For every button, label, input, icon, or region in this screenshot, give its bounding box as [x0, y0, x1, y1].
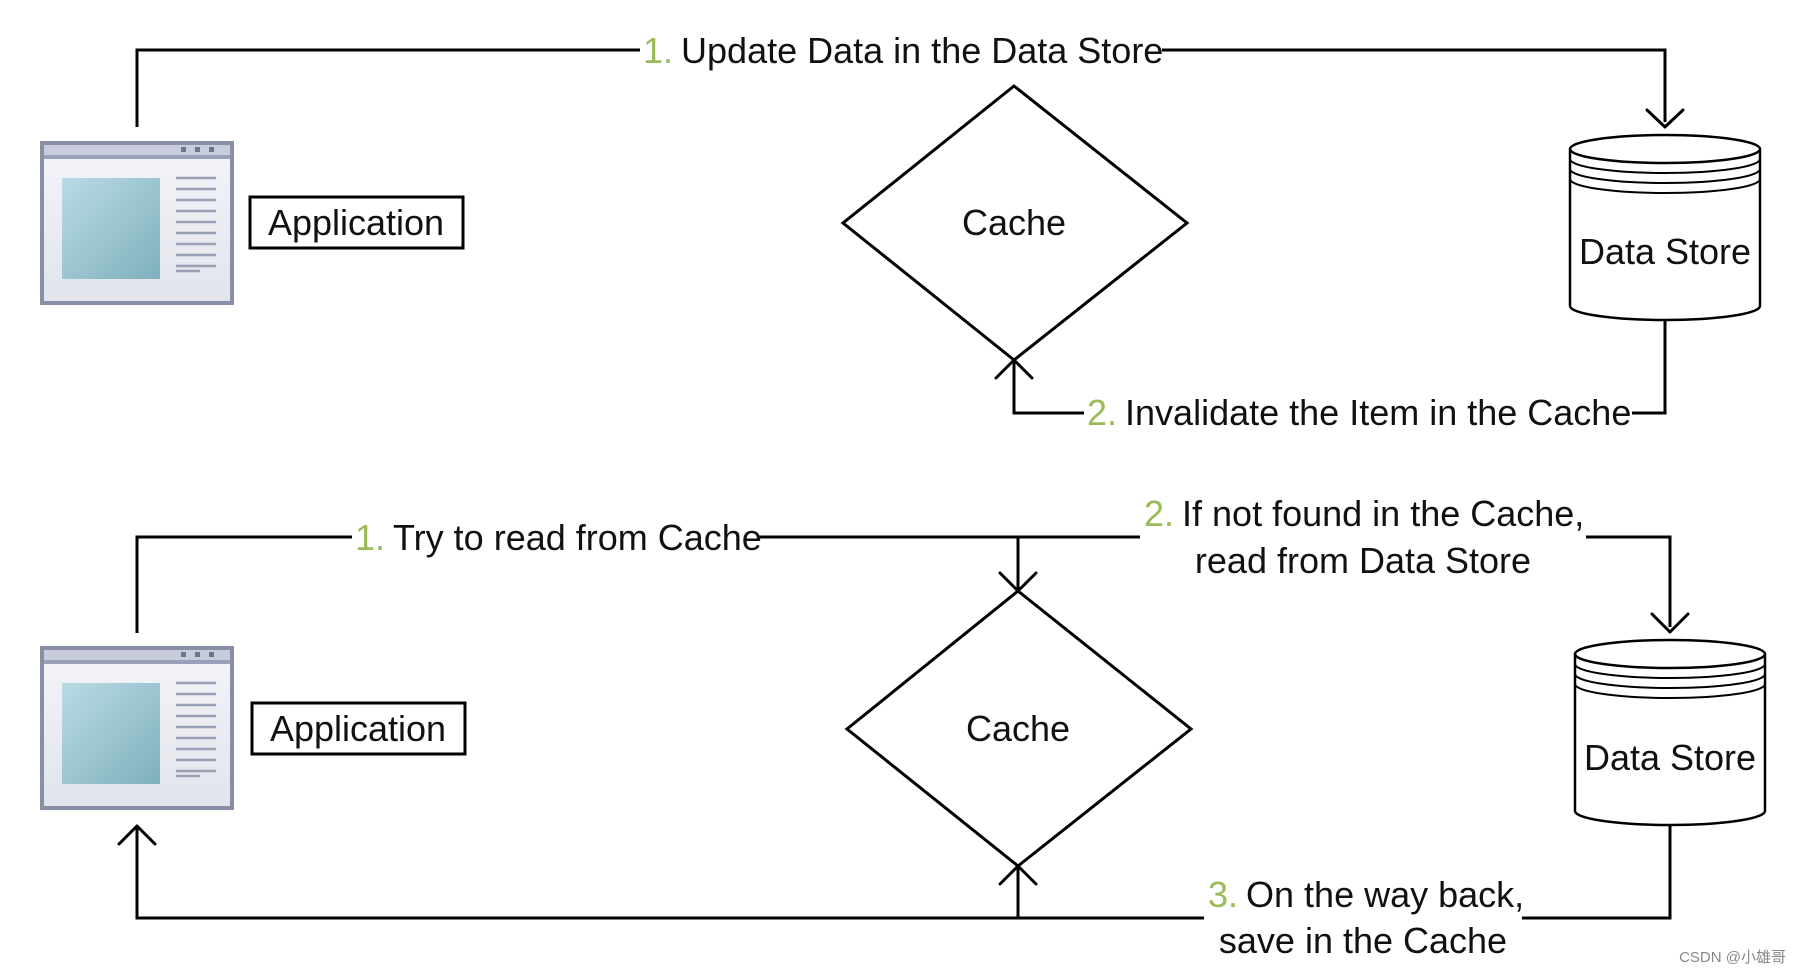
top-cache-label: Cache: [962, 202, 1066, 243]
bottom-return-connector: [135, 825, 1672, 920]
bottom-step3-text-line1: On the way back,: [1246, 874, 1524, 915]
bottom-step1-number: 1.: [355, 517, 385, 558]
bottom-step2-text-line1: If not found in the Cache,: [1182, 493, 1584, 534]
top-diagram: 1.Update Data in the Data Store 2.Invali…: [40, 28, 1762, 436]
top-step2-number: 2.: [1087, 392, 1117, 433]
bottom-diagram: 1.Try to read from Cache 2.If not found …: [40, 490, 1767, 968]
bottom-store-arrowhead: [1650, 612, 1690, 634]
top-application-box: Application: [248, 195, 465, 250]
bottom-cache-label: Cache: [966, 708, 1070, 749]
bottom-application-label: Application: [270, 708, 446, 749]
bottom-step3-label-line2: save in the Cache: [1219, 920, 1507, 961]
top-step1-number: 1.: [643, 30, 673, 71]
top-data-store-node: Data Store: [1568, 133, 1762, 322]
bottom-data-store-node: Data Store: [1573, 638, 1767, 827]
bottom-step1-text: Try to read from Cache: [393, 517, 762, 558]
top-step1-text: Update Data in the Data Store: [681, 30, 1163, 71]
top-step1-label: 1.Update Data in the Data Store: [643, 30, 1163, 71]
top-step2-text: Invalidate the Item in the Cache: [1125, 392, 1631, 433]
bottom-read-connector: [135, 535, 1672, 633]
bottom-data-store-label: Data Store: [1584, 737, 1756, 778]
bottom-step2-label-line2: read from Data Store: [1195, 540, 1531, 581]
top-step2-label: 2.Invalidate the Item in the Cache: [1087, 392, 1631, 433]
bottom-app-arrowhead: [117, 824, 157, 846]
top-data-store-label: Data Store: [1579, 231, 1751, 272]
top-application-window-icon: [40, 141, 234, 305]
bottom-application-window-icon: [40, 646, 234, 810]
bottom-cache-node: Cache: [844, 589, 1194, 868]
bottom-step1-label: 1.Try to read from Cache: [355, 517, 762, 558]
bottom-step2-number: 2.: [1144, 493, 1174, 534]
top-cache-node: Cache: [840, 84, 1190, 362]
bottom-step2-label-line1: 2.If not found in the Cache,: [1144, 493, 1584, 534]
top-store-arrowhead: [1645, 108, 1685, 129]
bottom-application-box: Application: [250, 701, 467, 756]
top-application-label: Application: [268, 202, 444, 243]
bottom-step3-label-line1: 3.On the way back,: [1208, 874, 1524, 915]
watermark: CSDN @小雄哥: [1679, 949, 1786, 966]
bottom-step3-number: 3.: [1208, 874, 1238, 915]
